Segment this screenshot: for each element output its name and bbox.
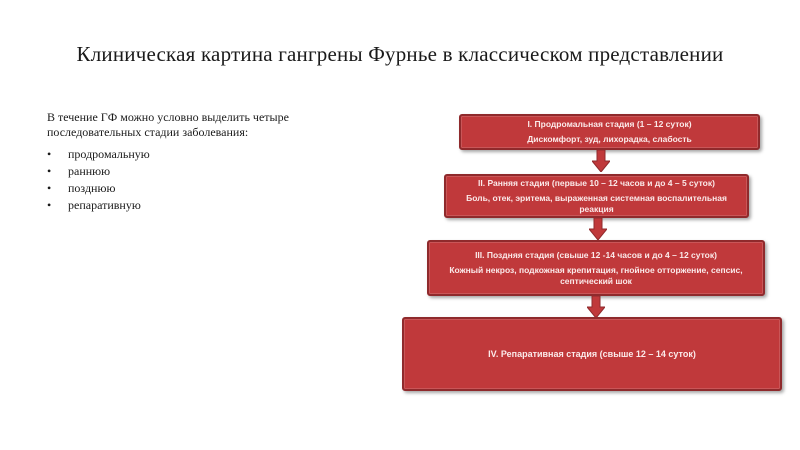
stage-symptoms: Боль, отек, эритема, выраженная системна… xyxy=(466,192,727,214)
list-item-label: продромальную xyxy=(68,147,150,161)
stage-heading: II. Ранняя стадия (первые 10 – 12 часов … xyxy=(478,177,715,188)
intro-text: В течение ГФ можно условно выделить четы… xyxy=(47,110,289,139)
stage-box-reparative: IV. Репаративная стадия (свыше 12 – 14 с… xyxy=(402,317,782,391)
stage-box-prodromal: I. Продромальная стадия (1 – 12 суток) Д… xyxy=(459,114,760,150)
down-arrow-icon xyxy=(589,218,607,240)
bullet-icon: • xyxy=(47,181,52,195)
list-item: • раннюю xyxy=(47,163,150,180)
down-arrow-icon xyxy=(592,150,610,172)
list-item-label: позднюю xyxy=(68,181,116,195)
stages-bullet-list: • продромальную • раннюю • позднюю • репарат… xyxy=(47,146,150,214)
stage-heading: IV. Репаративная стадия (свыше 12 – 14 с… xyxy=(488,348,696,359)
stage-symptoms: Кожный некроз, подкожная крепитация, гно… xyxy=(449,264,743,286)
stage-heading: I. Продромальная стадия (1 – 12 суток) xyxy=(527,119,692,129)
down-arrow-icon xyxy=(587,296,605,318)
bullet-icon: • xyxy=(47,147,52,161)
stage-box-early: II. Ранняя стадия (первые 10 – 12 часов … xyxy=(444,174,749,218)
list-item-label: репаративную xyxy=(68,198,141,212)
list-item-label: раннюю xyxy=(68,164,111,178)
list-item: • продромальную xyxy=(47,146,150,163)
stage-heading: III. Поздняя стадия (свыше 12 -14 часов … xyxy=(475,249,717,260)
slide-title: Клиническая картина гангрены Фурнье в кл… xyxy=(76,42,724,66)
list-item: • репаративную xyxy=(47,197,150,214)
bullet-icon: • xyxy=(47,198,52,212)
stage-symptoms: Дискомфорт, зуд, лихорадка, слабость xyxy=(527,134,692,144)
bullet-icon: • xyxy=(47,164,52,178)
stage-box-late: III. Поздняя стадия (свыше 12 -14 часов … xyxy=(427,240,765,296)
list-item: • позднюю xyxy=(47,180,150,197)
